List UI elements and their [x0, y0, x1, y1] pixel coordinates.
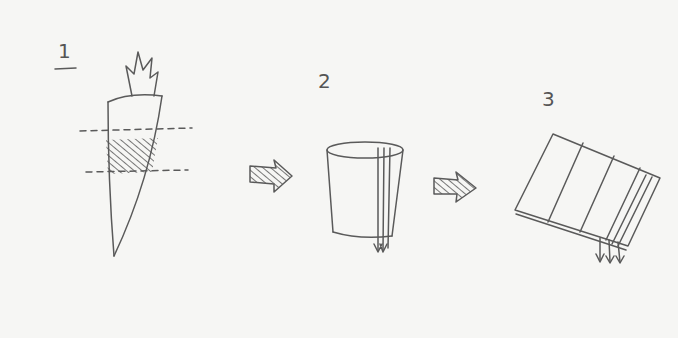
step-number: 3: [542, 88, 555, 110]
step-number: 1: [58, 40, 71, 62]
step-number: 2: [318, 70, 331, 92]
carrot-piece: [327, 142, 403, 252]
process-arrow: [250, 160, 292, 192]
underline: [55, 68, 76, 69]
carrot: [80, 52, 192, 256]
process-arrow: [434, 172, 476, 202]
carrot-slices: [515, 134, 660, 263]
